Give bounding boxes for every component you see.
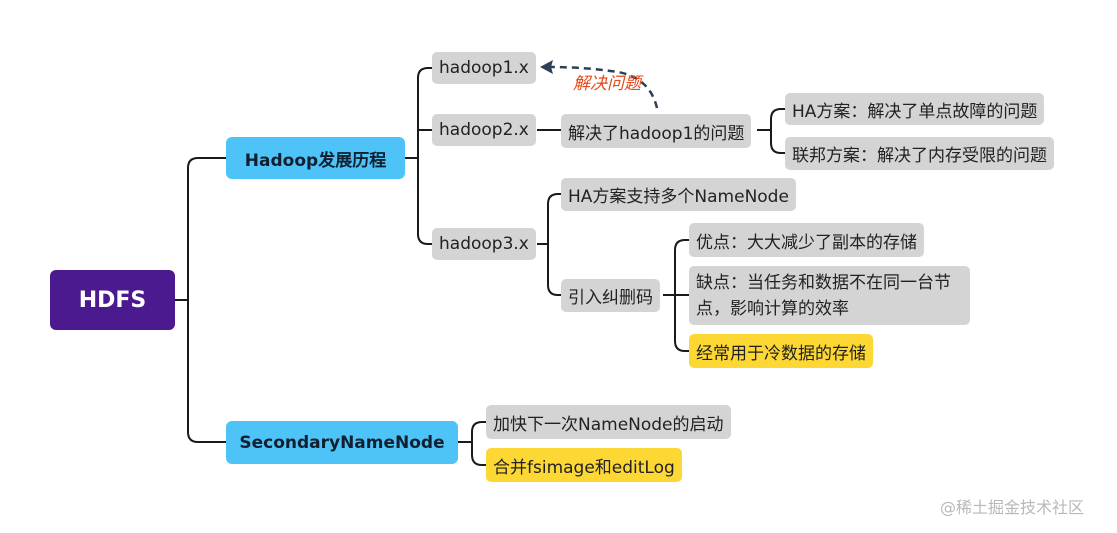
hadoop2-ha: HA方案：解决了单点故障的问题	[785, 93, 1045, 125]
hadoop2-federation: 联邦方案：解决了内存受限的问题	[785, 137, 1054, 170]
branch-hadoop-history: Hadoop发展历程	[226, 137, 405, 179]
version-hadoop3: hadoop3.x	[432, 228, 536, 260]
secondary-merge: 合并fsimage和editLog	[486, 448, 682, 482]
version-hadoop1: hadoop1.x	[432, 52, 536, 84]
annotation-label: 解决问题	[573, 74, 641, 94]
erasure-advantage: 优点：大大减少了副本的存储	[689, 223, 924, 257]
erasure-disadvantage: 缺点：当任务和数据不在同一台节点，影响计算的效率	[689, 266, 970, 325]
annotation-arrow	[540, 60, 659, 109]
erasure-usage: 经常用于冷数据的存储	[689, 334, 873, 368]
hadoop3-multi-namenode: HA方案支持多个NameNode	[561, 178, 796, 211]
root-node: HDFS	[50, 270, 175, 330]
watermark: @稀土掘金技术社区	[940, 498, 1085, 517]
hadoop3-erasure: 引入纠删码	[561, 279, 660, 312]
secondary-speed: 加快下一次NameNode的启动	[486, 405, 731, 439]
hadoop2-solved: 解决了hadoop1的问题	[561, 114, 752, 148]
branch-secondary-namenode: SecondaryNameNode	[226, 421, 458, 464]
version-hadoop2: hadoop2.x	[432, 114, 536, 146]
